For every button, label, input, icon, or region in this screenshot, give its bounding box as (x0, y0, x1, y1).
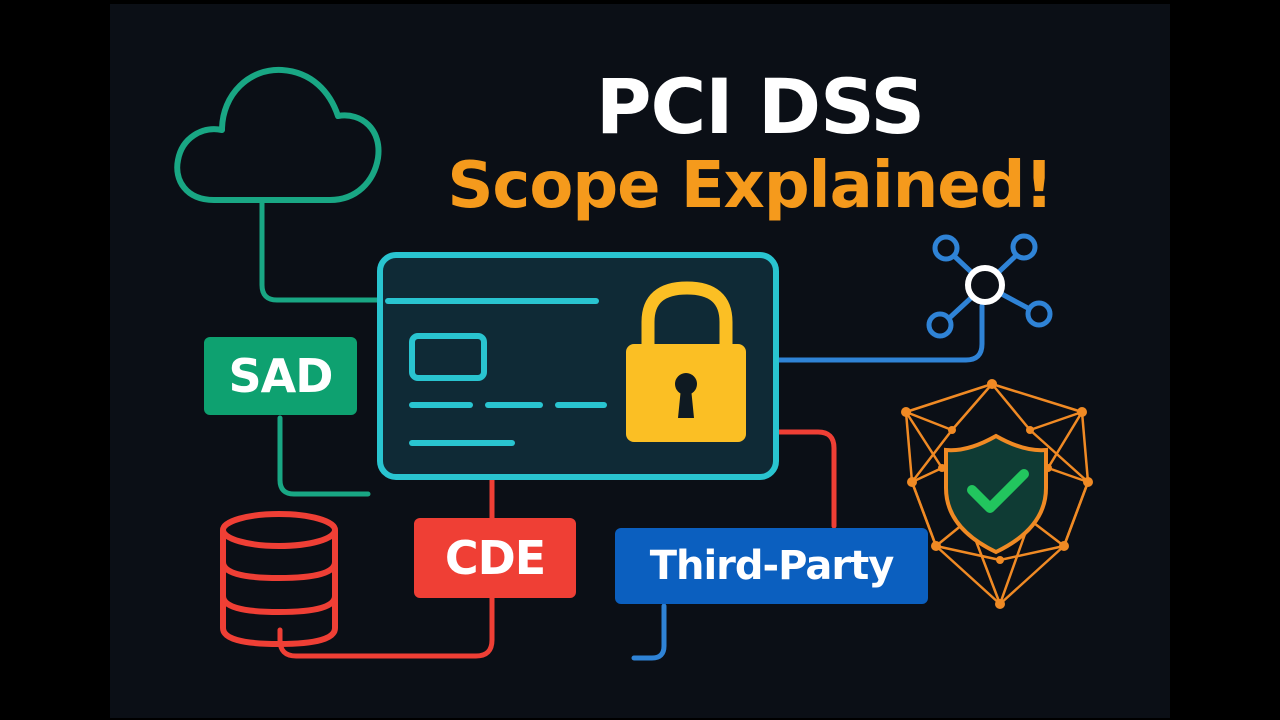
card-to-third-party-line (774, 429, 837, 529)
card-to-network-line (774, 303, 985, 363)
connector-lines (259, 197, 985, 661)
padlock-icon (626, 281, 746, 442)
sad-label: SAD (204, 337, 357, 415)
database-icon (220, 511, 338, 648)
shield-check-icon (901, 379, 1093, 609)
title-line-2: Scope Explained! (447, 149, 1053, 223)
cde-label: CDE (414, 518, 576, 598)
third-party-down-line (631, 603, 667, 661)
cloud-icon (174, 66, 382, 203)
sad-to-card-line (277, 415, 371, 497)
third-party-label: Third-Party (615, 528, 928, 604)
network-hub-icon (926, 233, 1053, 339)
cloud-to-card-line (259, 197, 385, 303)
title-line-1: PCI DSS (595, 62, 925, 151)
